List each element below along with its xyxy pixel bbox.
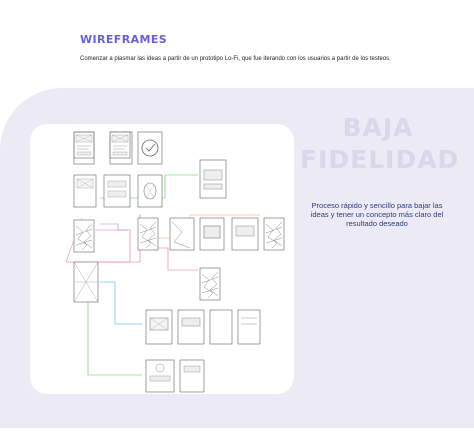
wireframe-screen: [73, 131, 95, 159]
wireframe-screen: [209, 309, 233, 345]
wireframe-row-3: [73, 217, 285, 253]
low-fidelity-title-line2: FIDELIDAD: [300, 145, 460, 174]
wireframe-row-2: [73, 159, 227, 208]
low-fidelity-title: BAJA FIDELIDAD: [300, 112, 460, 176]
frame-label: .: [78, 126, 79, 129]
wireframe-screen: [109, 131, 131, 159]
intro-text: Comenzar a plasmar las ideas a partir de…: [80, 56, 391, 62]
wireframe-map-screen: [73, 219, 95, 253]
wireframe-screen: [169, 217, 195, 251]
section-description: Proceso rápido y sencillo para bajar las…: [310, 201, 444, 228]
wireframe-map-screen: [263, 217, 285, 251]
wireframe-screen: [179, 359, 205, 393]
wireframe-screen: [73, 131, 95, 165]
wireframe-map-screen: [199, 267, 221, 301]
section-heading: WIREFRAMES: [80, 33, 168, 46]
low-fidelity-title-line1: BAJA: [342, 113, 414, 142]
wireframe-row-1: .: [73, 126, 163, 165]
wireframe-map-screen: [137, 217, 159, 251]
wireframe-screen: [237, 309, 261, 345]
check-icon: [141, 139, 159, 157]
wireframe-row-5: [145, 309, 261, 345]
wireframe-card: [30, 124, 294, 394]
wireframe-row-6: [145, 359, 205, 393]
wireframe-screen: [177, 309, 205, 345]
wireframe-row-4: [73, 261, 221, 303]
